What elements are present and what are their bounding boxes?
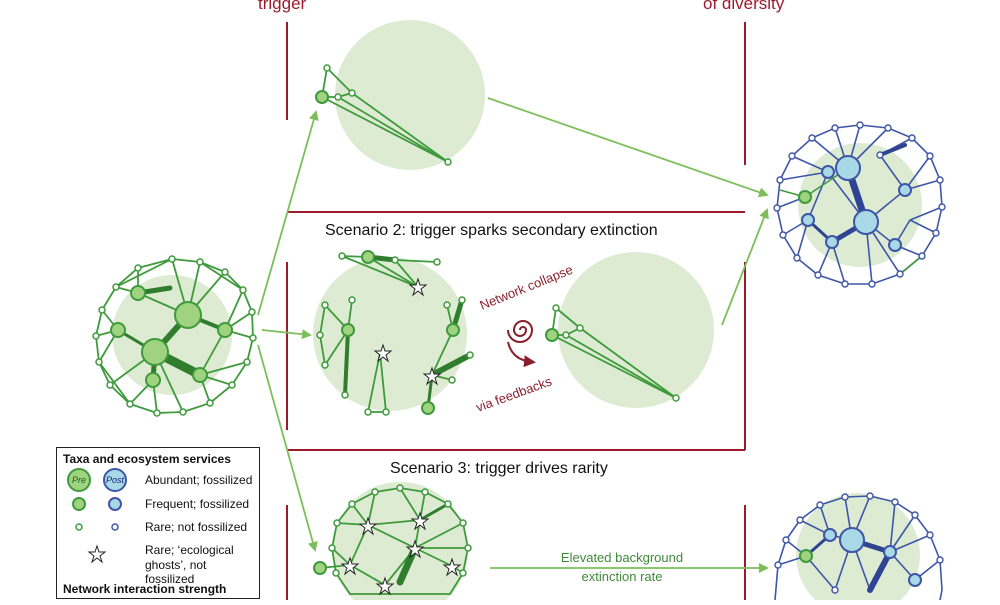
network-collapse-label: Network collapse [478,262,575,313]
legend-symbols: Pre Post [67,468,127,564]
legend-ghost-line2: ghosts’, not fossilized [145,558,207,586]
legend-title: Taxa and ecosystem services [63,452,231,466]
arrow-to-scenario2 [261,329,312,340]
scenario2-collapsed-network [545,252,714,408]
diversity-header: of diversity [703,0,785,13]
legend-frequent-post-icon [108,497,122,511]
legend-frequent-pre-icon [72,497,86,511]
legend-box: Taxa and ecosystem services Pre Post Abu… [56,447,260,599]
arrow-to-scenario1 [257,110,319,316]
legend-interaction-title: Network interaction strength [63,582,227,596]
arrow-s1-to-post [487,97,769,198]
legend-rare-post-icon [111,523,119,531]
via-feedbacks-label: via feedbacks [474,373,554,414]
elevated-label-line1: Elevated background [561,550,683,565]
legend-frequent: Frequent; fossilized [145,497,250,511]
collapse-spiral [507,320,536,368]
legend-post-label: Post [106,475,125,485]
legend-ghost-star-icon [87,544,107,564]
arrow-s2-to-post [721,208,769,326]
scenario1-network [315,20,485,170]
legend-rare-pre-icon [75,523,83,531]
elevated-label-line2: extinction rate [582,569,663,584]
arrow-to-scenario3 [257,344,318,552]
scenario2-network [313,250,474,416]
post-network-recovered [773,121,946,288]
scenario3-title: Scenario 3: trigger drives rarity [390,460,608,477]
scenario2-title: Scenario 2: trigger sparks secondary ext… [325,222,658,239]
post-network-rarity [774,492,944,605]
trigger-header: trigger [258,0,307,13]
scenario3-network [313,482,472,605]
legend-pre-label: Pre [72,475,86,485]
legend-ghost-line1: Rare; ‘ecological [145,543,234,557]
framework-lines [286,22,746,600]
trigger-arrows [257,97,769,573]
pre-network [92,255,257,417]
legend-rare: Rare; not fossilized [145,520,248,534]
legend-abundant: Abundant; fossilized [145,473,253,487]
